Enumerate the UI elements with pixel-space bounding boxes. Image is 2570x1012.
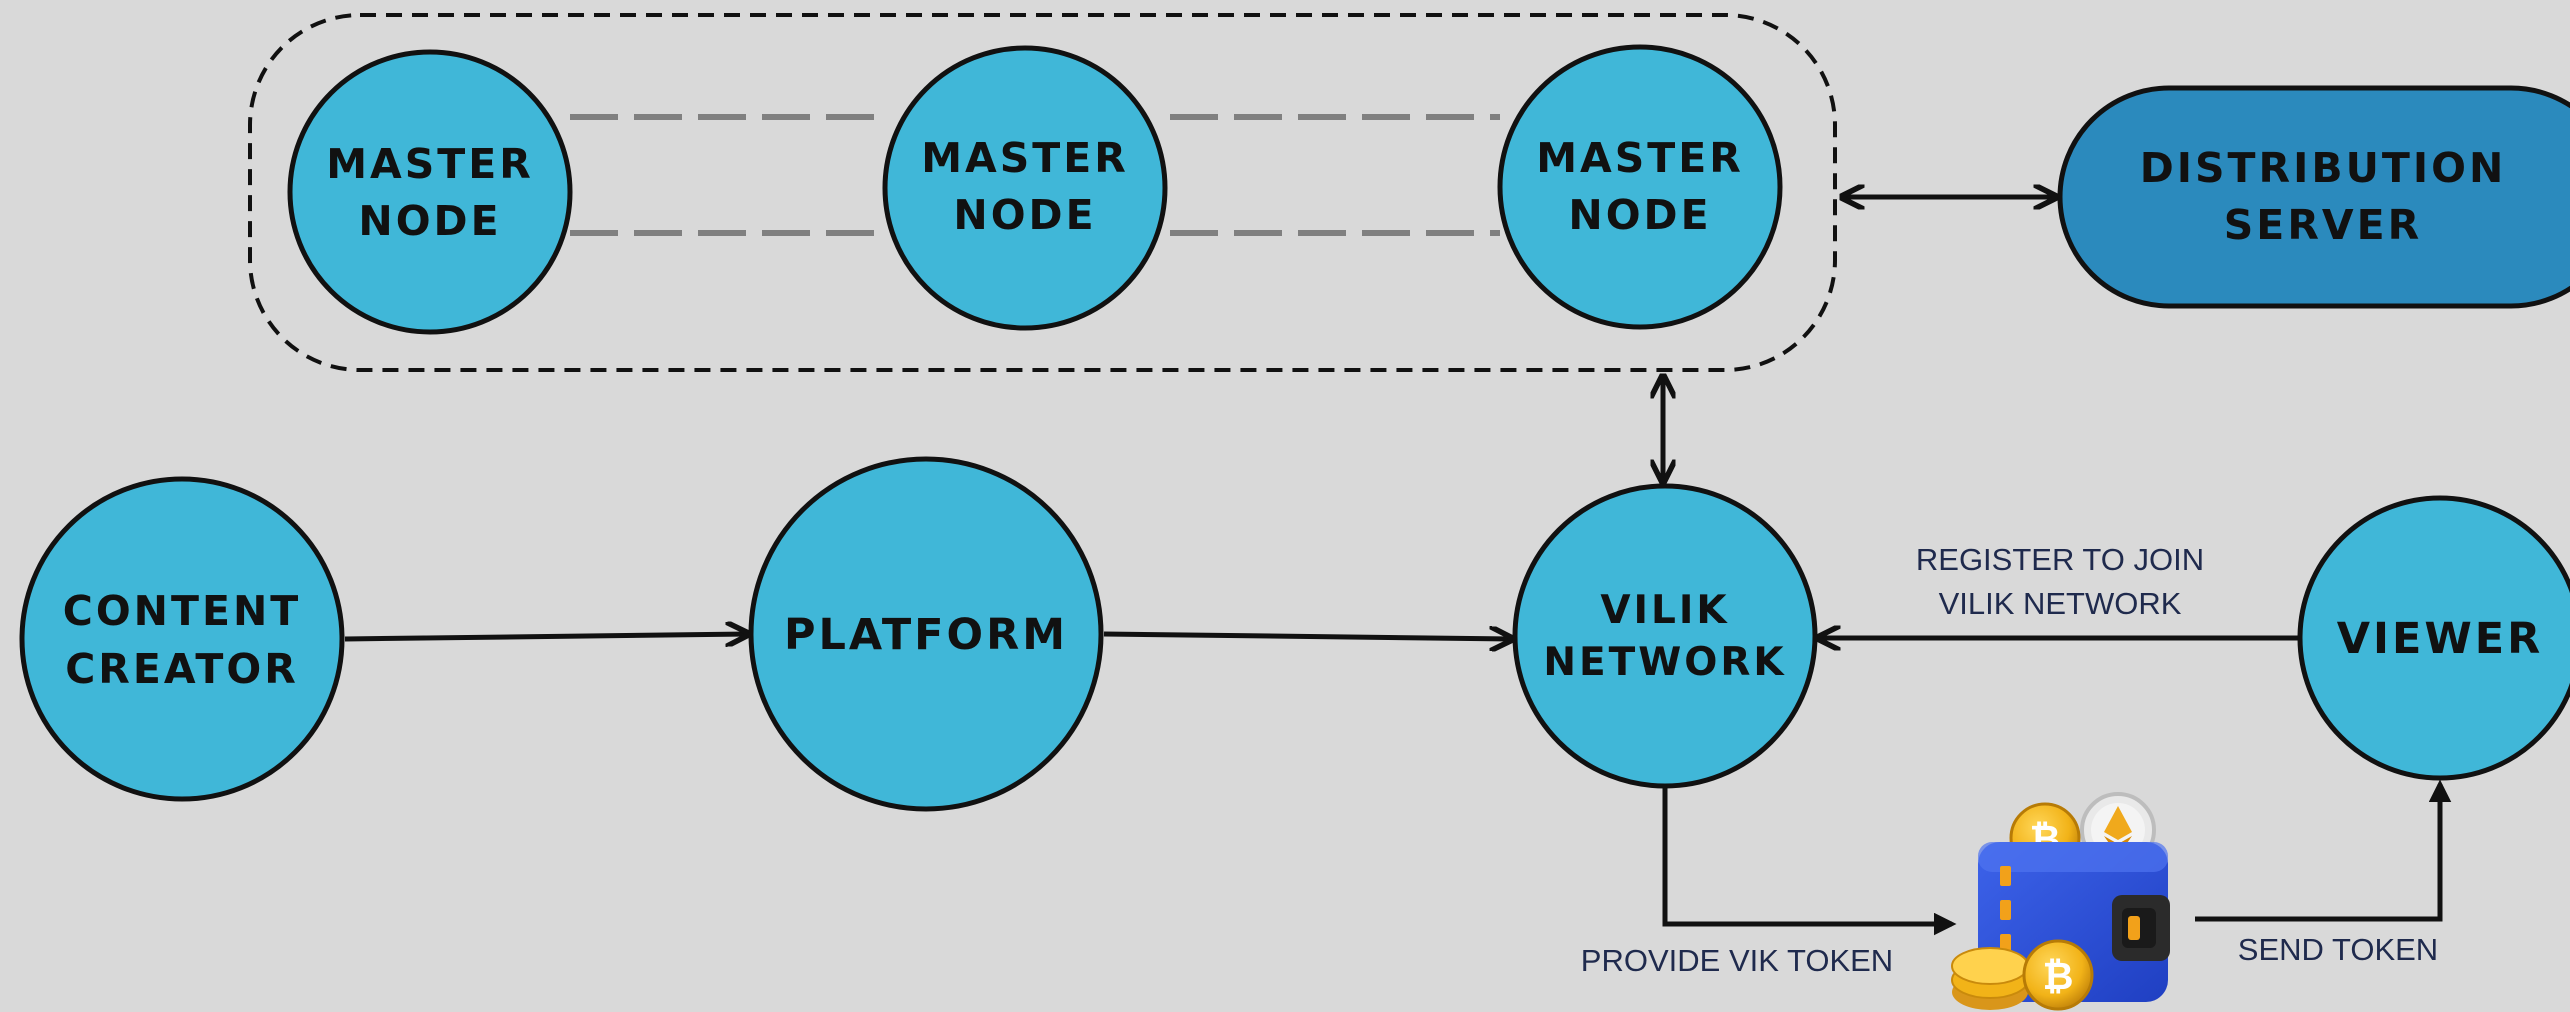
vilik-network-line1: VILIK	[1600, 588, 1729, 633]
svg-text:₿: ₿	[2043, 954, 2074, 998]
platform-node: PLATFORM	[748, 456, 1104, 812]
vilik-network-node: VILIK NETWORK	[1512, 483, 1818, 789]
distribution-server-line2: SERVER	[2224, 201, 2422, 249]
send-token-label: SEND TOKEN	[2238, 932, 2438, 967]
distribution-server: DISTRIBUTION SERVER	[2057, 85, 2570, 309]
viewer-node: VIEWER	[2297, 495, 2570, 781]
crypto-wallet-icon: ₿ ₿	[1951, 792, 2170, 1011]
master-node-2-line1: MASTER	[921, 134, 1129, 182]
bitcoin-icon	[1951, 947, 2029, 1010]
master-node-3: MASTER NODE	[1497, 44, 1783, 330]
master-cluster-boundary	[248, 13, 1837, 372]
wallet-viewer-arrow	[2195, 779, 2452, 922]
viewer-label: VIEWER	[2337, 614, 2544, 664]
master-node-1: MASTER NODE	[287, 49, 573, 335]
master-node-2: MASTER NODE	[882, 45, 1168, 331]
creator-platform-arrow	[344, 634, 748, 639]
register-label-line1: REGISTER TO JOIN	[1916, 542, 2204, 577]
content-creator-line2: CREATOR	[65, 645, 299, 693]
master-node-1-line2: NODE	[358, 197, 501, 245]
platform-network-arrow	[1103, 634, 1512, 639]
master-node-3-line1: MASTER	[1536, 134, 1744, 182]
master-node-2-line2: NODE	[953, 191, 1096, 239]
content-creator-line1: CONTENT	[63, 587, 302, 635]
master-node-1-line1: MASTER	[326, 140, 534, 188]
content-creator-node: CONTENT CREATOR	[19, 476, 345, 802]
platform-label: PLATFORM	[784, 610, 1068, 660]
bitcoin-icon: ₿	[2022, 939, 2094, 1011]
master-node-links	[570, 114, 1500, 236]
distribution-server-line1: DISTRIBUTION	[2140, 144, 2507, 192]
network-wallet-arrow	[1662, 786, 1957, 936]
provide-token-label: PROVIDE VIK TOKEN	[1581, 943, 1893, 978]
vilik-network-line2: NETWORK	[1543, 640, 1786, 685]
master-node-3-line2: NODE	[1568, 191, 1711, 239]
register-label-line2: VILIK NETWORK	[1939, 586, 2182, 621]
